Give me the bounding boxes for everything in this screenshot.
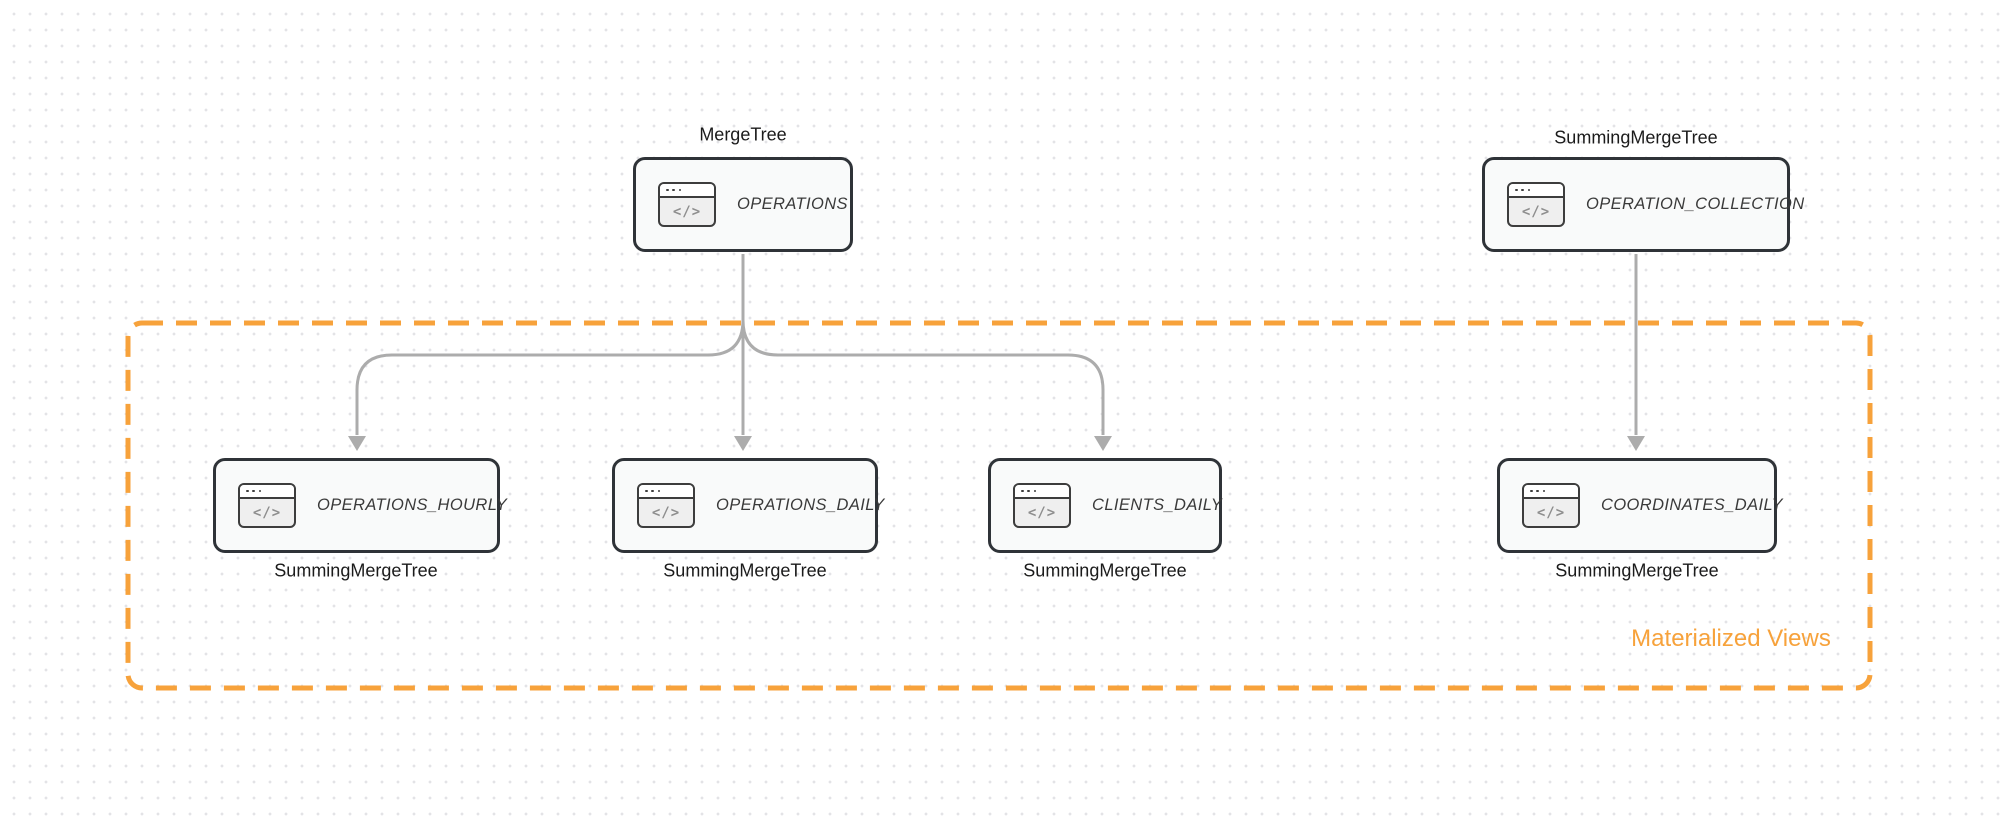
edge-operations-to-operations-hourly	[355, 254, 745, 435]
table-node-coordinates-daily[interactable]: </> COORDINATES_DAILY	[1497, 458, 1783, 553]
table-node-operations-daily[interactable]: </> OPERATIONS_DAILY	[612, 458, 884, 553]
edge-operations-to-clients-daily	[741, 254, 1105, 435]
window-dots-icon	[240, 485, 294, 499]
engine-label-operations-hourly: SummingMergeTree	[274, 560, 438, 581]
engine-label-operations: MergeTree	[699, 124, 787, 145]
engine-label-coordinates-daily: SummingMergeTree	[1555, 560, 1719, 581]
code-glyph: </>	[252, 505, 282, 521]
arrowhead-icon	[734, 436, 752, 451]
code-window-icon: </>	[1522, 483, 1580, 528]
engine-label-operation-collection: SummingMergeTree	[1554, 127, 1718, 148]
code-glyph: </>	[1536, 505, 1566, 521]
table-node-operation-collection[interactable]: </> OPERATION_COLLECTION	[1482, 157, 1804, 252]
window-dots-icon	[1524, 485, 1578, 499]
table-node-operations-hourly[interactable]: </> OPERATIONS_HOURLY	[213, 458, 507, 553]
materialized-views-label: Materialized Views	[1631, 625, 1831, 652]
code-window-icon: </>	[1507, 182, 1565, 227]
table-node-operations[interactable]: </> OPERATIONS	[633, 157, 853, 252]
table-name-label: COORDINATES_DAILY	[1601, 496, 1783, 514]
table-node-clients-daily[interactable]: </> CLIENTS_DAILY	[988, 458, 1222, 553]
table-name-label: OPERATIONS	[737, 195, 848, 213]
code-glyph: </>	[651, 505, 681, 521]
code-glyph: </>	[672, 204, 702, 220]
window-dots-icon	[1509, 184, 1563, 198]
code-glyph: </>	[1521, 204, 1551, 220]
arrowhead-icon	[1627, 436, 1645, 451]
engine-label-clients-daily: SummingMergeTree	[1023, 560, 1187, 581]
window-dots-icon	[660, 184, 714, 198]
table-name-label: OPERATIONS_DAILY	[716, 496, 885, 514]
arrowhead-icon	[348, 436, 366, 451]
table-name-label: CLIENTS_DAILY	[1092, 496, 1223, 514]
code-window-icon: </>	[658, 182, 716, 227]
window-dots-icon	[639, 485, 693, 499]
code-window-icon: </>	[1013, 483, 1071, 528]
window-dots-icon	[1015, 485, 1069, 499]
code-glyph: </>	[1027, 505, 1057, 521]
code-window-icon: </>	[238, 483, 296, 528]
arrowhead-icon	[1094, 436, 1112, 451]
table-name-label: OPERATION_COLLECTION	[1586, 195, 1805, 213]
code-window-icon: </>	[637, 483, 695, 528]
table-name-label: OPERATIONS_HOURLY	[317, 496, 508, 514]
engine-label-operations-daily: SummingMergeTree	[663, 560, 827, 581]
